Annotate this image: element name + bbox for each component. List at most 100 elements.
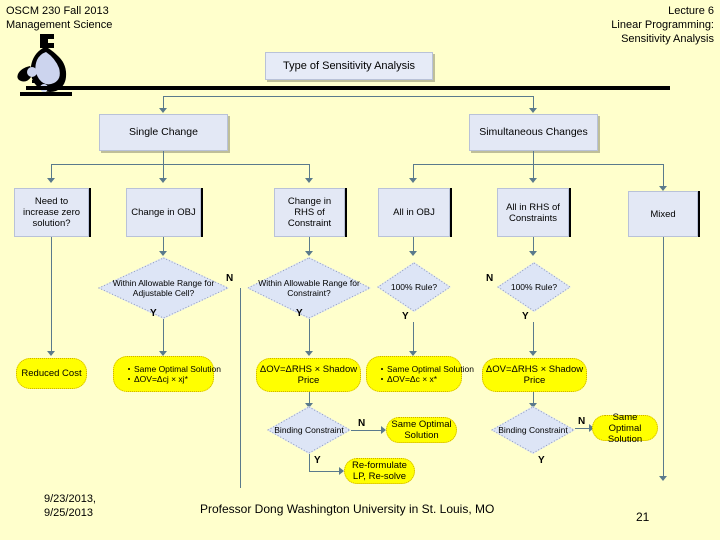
course-code: OSCM 230 Fall 2013: [6, 5, 109, 17]
arrow-y-rule-right: [529, 351, 537, 356]
result-shadow-price-mid[interactable]: ΔOV=ΔRHS × Shadow Price: [256, 358, 361, 392]
arrow-to-binding-mid: [305, 403, 313, 408]
stem-need-zero-to-reduced-cost: [51, 237, 52, 353]
arrow-to-rule-mid: [409, 251, 417, 256]
header-left: OSCM 230 Fall 2013 Management Science: [6, 4, 112, 32]
diamond-outline: [491, 406, 575, 454]
node-all-in-rhs-of-constraints[interactable]: All in RHS of Constraints: [497, 188, 569, 237]
simultaneous-bus: [413, 164, 663, 165]
result-same-optimal-binding-mid[interactable]: Same Optimal Solution: [386, 417, 457, 443]
label-n-binding-right: N: [578, 416, 586, 427]
arrow-mixed-bottom: [659, 476, 667, 481]
result-same-optimal-single-obj[interactable]: Same Optimal Solution ΔOV=Δcj × xj*: [113, 356, 221, 392]
diamond-outline: [377, 262, 451, 312]
y-line-adjustable: [163, 319, 164, 353]
branch-change-obj: [163, 164, 164, 180]
label-y-binding-mid: Y: [314, 455, 321, 466]
decision-100-percent-rule-mid[interactable]: 100% Rule?: [377, 262, 451, 312]
decision-100-percent-rule-right[interactable]: 100% Rule?: [497, 262, 571, 312]
arrow-to-binding-right: [529, 403, 537, 408]
branch-mixed: [663, 164, 664, 188]
bus-down-left: [163, 96, 164, 111]
header-right: Lecture 6 Linear Programming: Sensitivit…: [611, 4, 714, 46]
arrow-n-binding-right: [589, 424, 594, 432]
label-y-rule-mid: Y: [402, 311, 409, 322]
node-change-in-obj[interactable]: Change in OBJ: [126, 188, 201, 237]
branch-change-rhs: [309, 164, 310, 180]
footer-attribution: Professor Dong Washington University in …: [200, 502, 495, 516]
stem-to-binding-right: [533, 392, 534, 405]
y-line-binding-mid-h: [309, 471, 341, 472]
node-type-of-sensitivity-analysis[interactable]: Type of Sensitivity Analysis: [265, 52, 433, 80]
arrow-change-obj: [159, 178, 167, 183]
label-y-adjustable: Y: [150, 308, 157, 319]
y-line-rule-right: [533, 322, 534, 353]
bullet-delta-ov: ΔOV=Δcj × xj*: [128, 374, 221, 385]
stem-to-constraint-diamond: [309, 237, 310, 253]
bullet-same-optimal: Same Optimal Solution: [381, 364, 474, 375]
arrow-all-rhs: [529, 178, 537, 183]
arrow-all-obj: [409, 178, 417, 183]
arrow-to-simultaneous-change: [529, 108, 537, 113]
decision-within-allowable-constraint[interactable]: Within Allowable Range for Constraint?: [247, 257, 371, 319]
bus-down-right: [533, 96, 534, 111]
result-reformulate-lp[interactable]: Re-formulate LP, Re-solve: [344, 458, 415, 484]
result-same-optimal-simultaneous-obj[interactable]: Same Optimal Solution ΔOV=Δc × x*: [366, 356, 474, 392]
arrow-y-adjustable: [159, 351, 167, 356]
arrow-y-constraint: [305, 351, 313, 356]
result-bullets: Same Optimal Solution ΔOV=Δc × x*: [371, 364, 474, 385]
node-single-change[interactable]: Single Change: [99, 114, 228, 151]
arrow-to-adjustable-diamond: [159, 251, 167, 256]
horizontal-rule: [30, 86, 670, 90]
arrow-to-constraint-diamond: [305, 251, 313, 256]
result-bullets: Same Optimal Solution ΔOV=Δcj × xj*: [118, 364, 221, 385]
node-mixed[interactable]: Mixed: [628, 191, 698, 237]
arrow-to-rule-right: [529, 251, 537, 256]
result-reduced-cost[interactable]: Reduced Cost: [16, 358, 87, 389]
stem-to-rule-mid: [413, 237, 414, 253]
node-simultaneous-changes[interactable]: Simultaneous Changes: [469, 114, 598, 151]
n-line-binding-mid: [351, 430, 383, 431]
bullet-delta-ov: ΔOV=Δc × x*: [381, 374, 474, 385]
label-y-constraint: Y: [296, 308, 303, 319]
n-line-binding-right: [575, 428, 591, 429]
arrow-need-zero: [47, 178, 55, 183]
arrow-y-rule-mid: [409, 351, 417, 356]
footer-page-number: 21: [636, 510, 650, 524]
mixed-long-line: [663, 237, 664, 480]
branch-need-zero: [51, 164, 52, 180]
y-line-rule-mid: [413, 322, 414, 353]
arrow-change-rhs: [305, 178, 313, 183]
label-n-adjustable: N: [226, 273, 234, 284]
y-line-binding-mid: [309, 454, 310, 471]
result-same-optimal-binding-right[interactable]: Same Optimal Solution: [592, 412, 658, 445]
footer-date: 9/23/2013, 9/25/2013: [44, 492, 96, 520]
node-change-in-rhs-of-constraint[interactable]: Change in RHS of Constraint: [274, 188, 345, 237]
footer-date-line2: 9/25/2013: [44, 507, 93, 519]
node-all-in-obj[interactable]: All in OBJ: [378, 188, 450, 237]
branch-all-rhs: [533, 164, 534, 180]
y-line-constraint: [309, 319, 310, 353]
arrow-n-binding-mid: [381, 426, 386, 434]
footer-date-line1: 9/23/2013,: [44, 493, 96, 505]
lecture-topic: Linear Programming:: [611, 19, 714, 31]
course-name: Management Science: [6, 19, 113, 31]
decision-binding-constraint-right[interactable]: Binding Constraint: [491, 406, 575, 454]
microscope-icon: [10, 30, 90, 100]
stem-to-adjustable-diamond: [163, 237, 164, 253]
branch-all-obj: [413, 164, 414, 180]
arrow-y-binding-mid: [339, 467, 344, 475]
stem-to-binding-mid: [309, 392, 310, 405]
arrow-to-single-change: [159, 108, 167, 113]
diamond-outline: [98, 257, 229, 319]
n-line-adjustable: [240, 288, 241, 488]
decision-binding-constraint-mid[interactable]: Binding Constraint: [267, 406, 351, 454]
arrow-to-reduced-cost: [47, 351, 55, 356]
label-n-rule-right: N: [486, 273, 494, 284]
result-shadow-price-right[interactable]: ΔOV=ΔRHS × Shadow Price: [482, 358, 587, 392]
node-need-increase-zero-solution[interactable]: Need to increase zero solution?: [14, 188, 89, 237]
bullet-same-optimal: Same Optimal Solution: [128, 364, 221, 375]
stem-to-rule-right: [533, 237, 534, 253]
decision-within-allowable-adjustable[interactable]: Within Allowable Range for Adjustable Ce…: [98, 257, 229, 319]
